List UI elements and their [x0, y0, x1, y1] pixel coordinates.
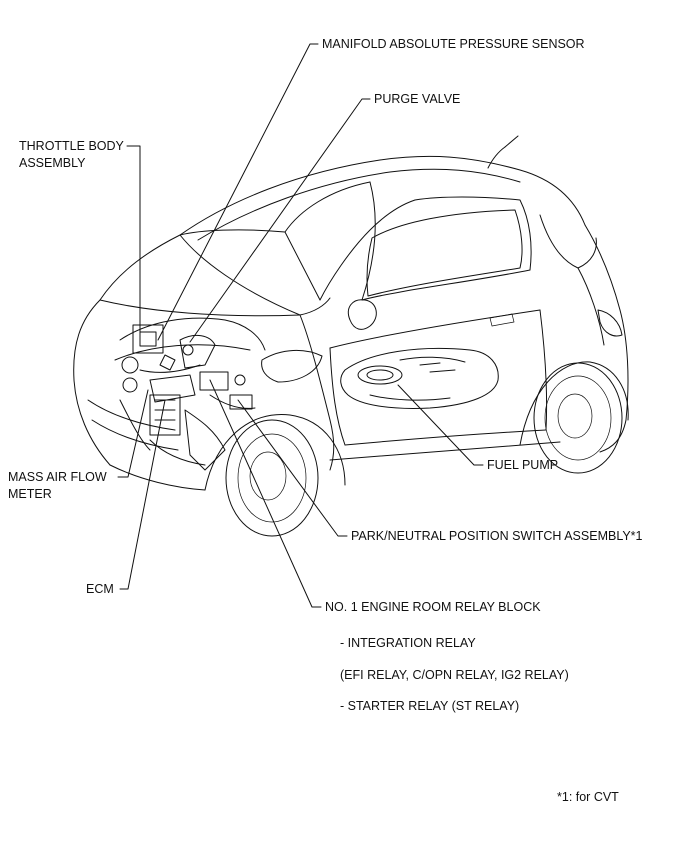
label-fuel-pump: FUEL PUMP — [487, 458, 559, 472]
label-map-sensor: MANIFOLD ABSOLUTE PRESSURE SENSOR — [322, 37, 585, 51]
label-integration-detail: (EFI RELAY, C/OPN RELAY, IG2 RELAY) — [340, 668, 569, 682]
label-maf-line1: MASS AIR FLOW — [8, 470, 107, 484]
leader-ecm — [119, 399, 166, 590]
leader-fuel-pump — [397, 384, 484, 466]
label-throttle-body-line2: ASSEMBLY — [19, 156, 86, 170]
fuel-tank — [340, 347, 499, 409]
leader-throttle-body — [126, 145, 141, 333]
label-purge-valve: PURGE VALVE — [374, 92, 461, 106]
label-maf-line2: METER — [8, 487, 52, 501]
footnote-cvt: *1: for CVT — [557, 790, 619, 804]
leader-map-sensor — [157, 43, 319, 341]
label-relay-block: NO. 1 ENGINE ROOM RELAY BLOCK — [325, 600, 541, 614]
label-integration-relay: - INTEGRATION RELAY — [340, 636, 476, 650]
leader-purge-valve — [189, 98, 371, 343]
leader-lines — [117, 43, 484, 608]
label-ecm: ECM — [86, 582, 114, 596]
label-starter-relay: - STARTER RELAY (ST RELAY) — [340, 699, 520, 713]
label-park-neutral: PARK/NEUTRAL POSITION SWITCH ASSEMBLY*1 — [351, 529, 643, 543]
leader-park-neutral — [237, 399, 348, 537]
label-maf: MASS AIR FLOW METER — [8, 469, 107, 503]
label-throttle-body: THROTTLE BODY ASSEMBLY — [19, 138, 124, 172]
engine-compartment — [114, 317, 266, 471]
car-body-outline — [73, 135, 629, 537]
leader-relay-block — [209, 379, 322, 608]
leader-maf — [117, 389, 149, 478]
label-throttle-body-line1: THROTTLE BODY — [19, 139, 124, 153]
